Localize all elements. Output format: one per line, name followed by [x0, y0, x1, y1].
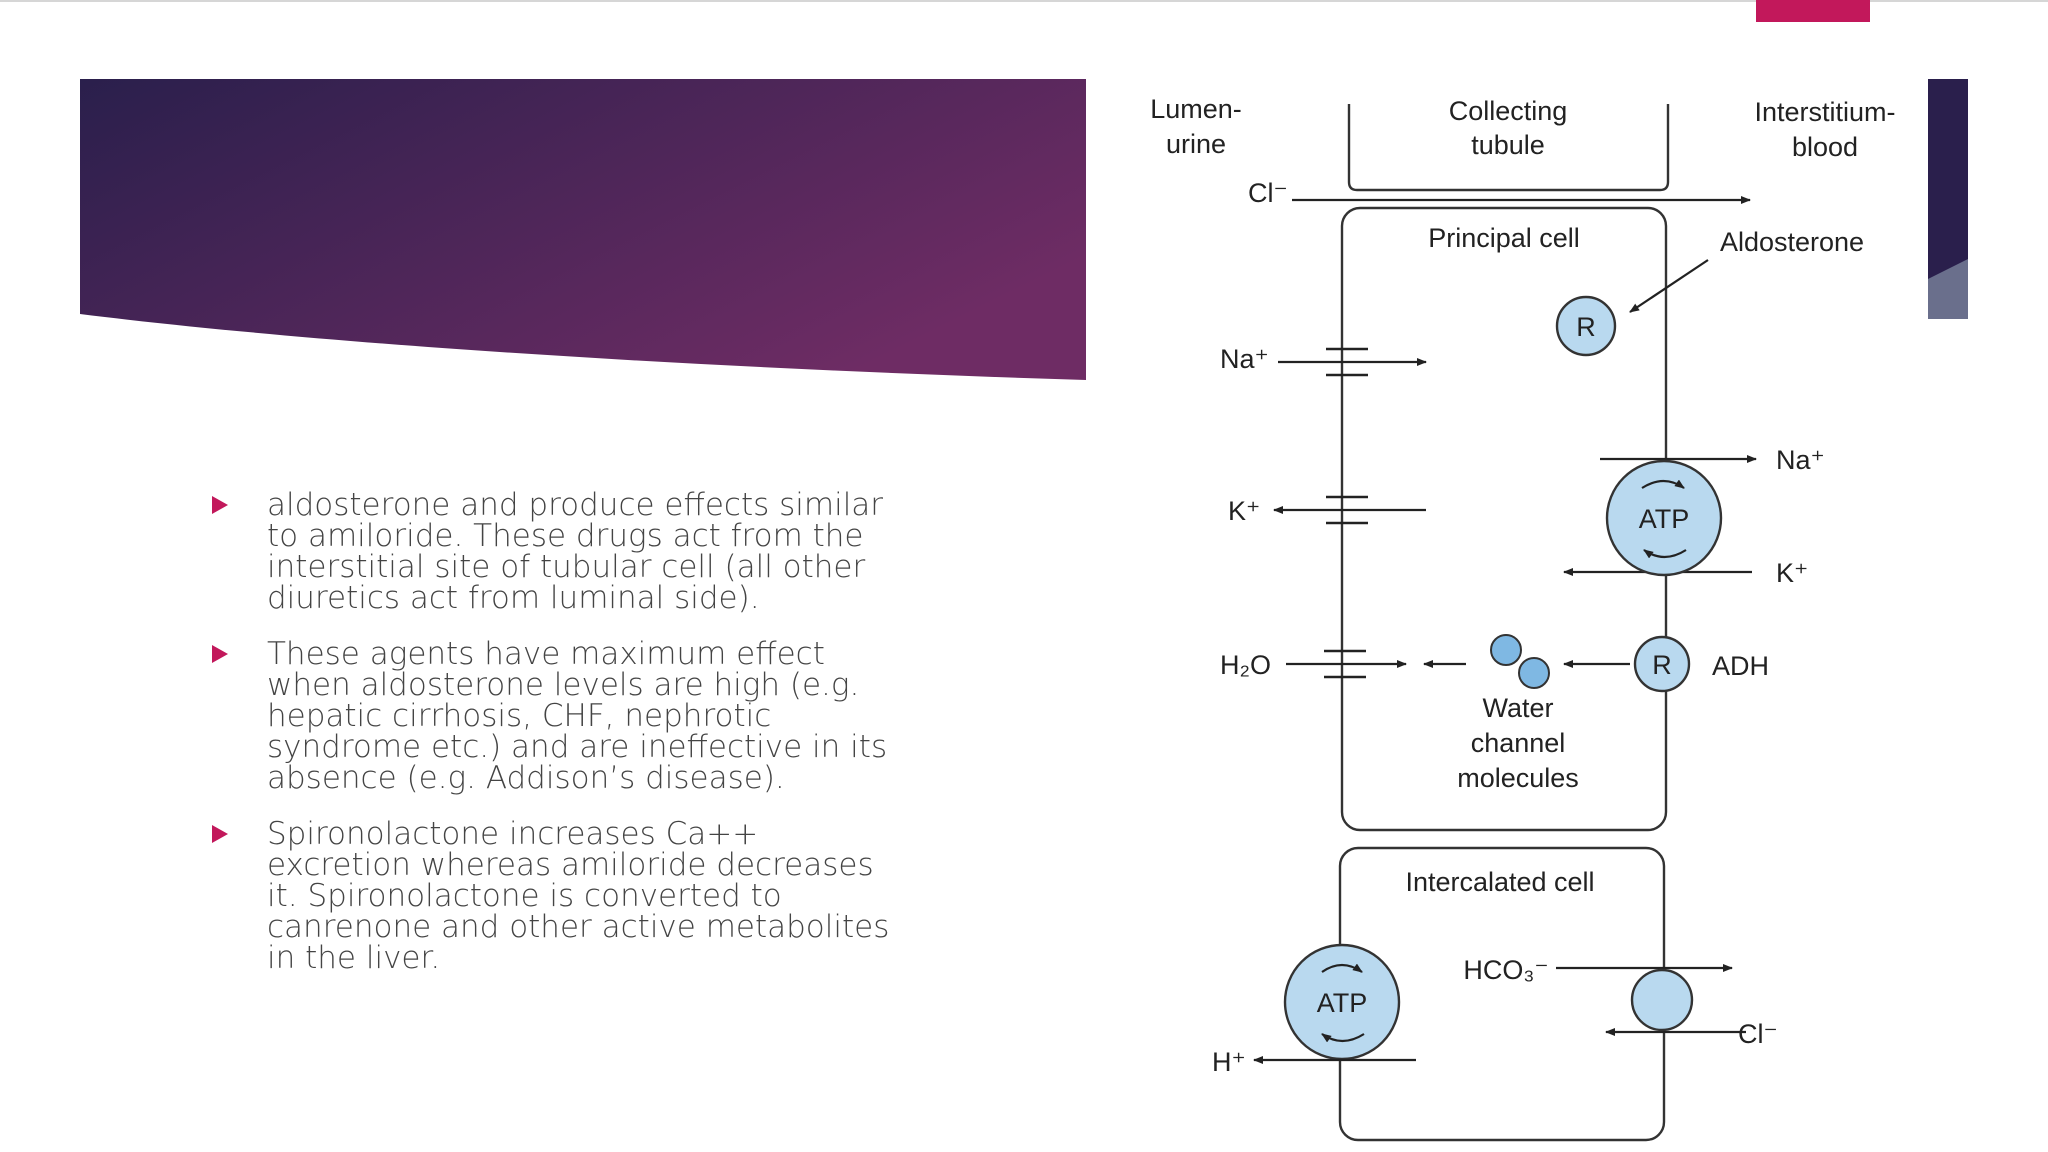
water-label: H₂O [1220, 650, 1271, 680]
atp-label: ATP [1317, 988, 1368, 1018]
bullet-arrow-icon [212, 825, 228, 843]
aldosterone-receptor-icon [1555, 295, 1617, 357]
atp-label: ATP [1639, 504, 1690, 534]
lumen-label: Lumen- [1150, 94, 1242, 124]
aldosterone-label: Aldosterone [1720, 227, 1864, 257]
water-channel-molecule-icon [1518, 657, 1550, 689]
bullet-list: aldosterone and produce effects similar … [210, 490, 910, 999]
rotation-arrow-icon [1321, 1033, 1365, 1043]
title-banner [80, 79, 1086, 380]
interstitium-label: Interstitium- [1754, 97, 1895, 127]
rotation-arrow-icon [1321, 963, 1363, 973]
chloride-ion-label: Cl⁻ [1248, 178, 1288, 208]
bullet-text: These agents have maximum effect when al… [267, 636, 888, 796]
tubule-label: tubule [1471, 130, 1545, 160]
exchanger-icon [1630, 968, 1694, 1032]
potassium-ion-label: K⁺ [1228, 496, 1260, 526]
tubule-bracket [1347, 104, 1670, 192]
tubule-label: Collecting [1449, 96, 1568, 126]
collecting-tubule-diagram: Lumen- urine Collecting tubule Interstit… [1116, 22, 1928, 1152]
receptor-label: R [1652, 650, 1672, 680]
potassium-ion-label: K⁺ [1776, 558, 1808, 588]
rotation-arrow-icon [1641, 479, 1685, 489]
water-channel-label: channel [1471, 728, 1566, 758]
title-banner-right-edge [1928, 79, 1968, 319]
bullet-item: Spironolactone increases Ca++ excretion … [210, 819, 910, 974]
bullet-text: aldosterone and produce effects similar … [267, 487, 884, 616]
bullet-arrow-icon [212, 645, 228, 663]
sodium-ion-label: Na⁺ [1220, 344, 1269, 374]
accent-tab [1756, 0, 1870, 23]
intercalated-cell-label: Intercalated cell [1405, 867, 1594, 897]
adh-label: ADH [1712, 651, 1769, 681]
rotation-arrow-icon [1643, 549, 1687, 559]
sodium-ion-label: Na⁺ [1776, 445, 1825, 475]
lumen-label: urine [1166, 129, 1226, 159]
bicarbonate-label: HCO₃⁻ [1463, 955, 1548, 985]
water-channel-label: molecules [1457, 763, 1579, 793]
chloride-ion-label: Cl⁻ [1738, 1019, 1778, 1049]
bullet-text: Spironolactone increases Ca++ excretion … [267, 816, 890, 976]
water-channel-label: Water [1482, 693, 1553, 723]
principal-cell-label: Principal cell [1428, 223, 1580, 253]
aldosterone-arrow [1629, 259, 1709, 313]
water-channel-molecule-icon [1490, 634, 1522, 666]
bullet-item: aldosterone and produce effects similar … [210, 490, 910, 614]
atp-pump-icon [1605, 459, 1723, 577]
bullet-arrow-icon [212, 496, 228, 514]
proton-label: H⁺ [1212, 1047, 1246, 1077]
top-border-line [0, 0, 2048, 2]
bullet-item: These agents have maximum effect when al… [210, 639, 910, 794]
receptor-label: R [1576, 312, 1596, 342]
interstitium-label: blood [1792, 132, 1858, 162]
adh-receptor-icon [1633, 635, 1691, 693]
